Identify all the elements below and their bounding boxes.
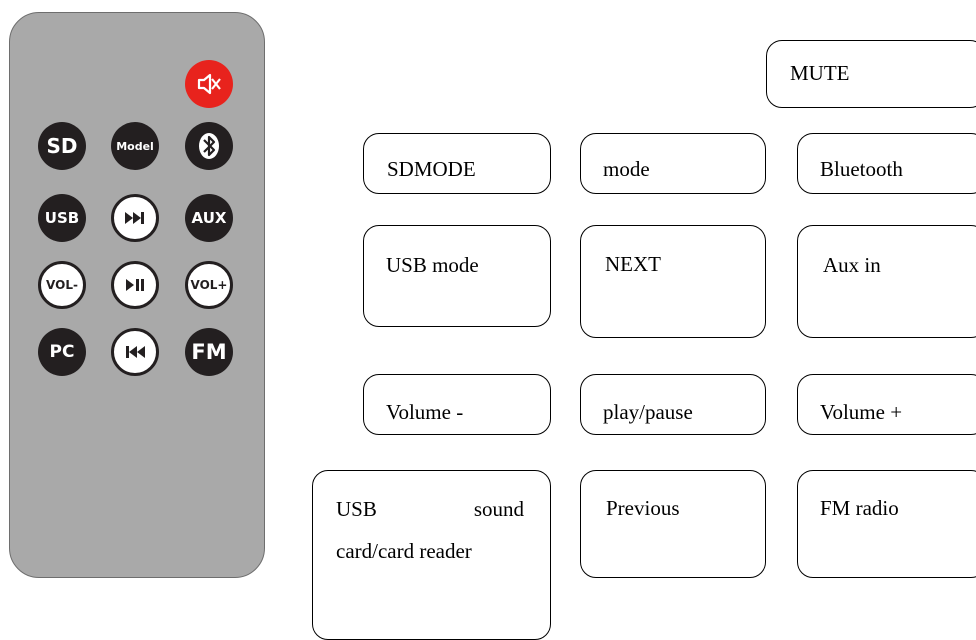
label-box-volume-up: Volume + [797, 374, 976, 435]
vol-up-button[interactable]: VOL+ [185, 261, 233, 309]
vol-up-button-label: VOL+ [190, 278, 228, 292]
label-volume-up: Volume + [820, 400, 903, 424]
label-play-pause: play/pause [603, 400, 693, 424]
model-button-label: Model [116, 139, 154, 153]
label-usb-sound-word2: sound [473, 497, 524, 521]
fm-button[interactable]: FM [185, 328, 233, 376]
next-track-icon [125, 212, 144, 224]
label-mode: mode [603, 157, 650, 181]
mute-button[interactable] [185, 60, 233, 108]
mute-speaker-icon [197, 73, 221, 95]
label-bluetooth: Bluetooth [820, 157, 903, 181]
aux-button-label: AUX [191, 209, 227, 227]
label-usb-sound-word1: USB [336, 497, 377, 521]
vol-down-button[interactable]: VOL- [38, 261, 86, 309]
bluetooth-button[interactable] [185, 122, 233, 170]
label-box-play-pause: play/pause [580, 374, 766, 435]
fm-button-label: FM [191, 340, 227, 364]
next-button[interactable] [111, 194, 159, 242]
label-usb-sound-line2: card/card reader [336, 539, 472, 563]
label-box-aux-in: Aux in [797, 225, 976, 338]
label-aux-in: Aux in [823, 253, 881, 277]
sd-button-label: SD [46, 134, 78, 158]
usb-button-label: USB [44, 209, 80, 227]
pc-button-label: PC [49, 342, 75, 362]
label-box-sdmode: SDMODE [363, 133, 551, 194]
label-box-mute: MUTE [766, 40, 976, 108]
label-box-next: NEXT [580, 225, 766, 338]
bluetooth-icon [199, 133, 219, 159]
label-fm-radio: FM radio [820, 496, 899, 520]
label-box-volume-down: Volume - [363, 374, 551, 435]
label-box-usb-sound-card: USB sound card/card reader [312, 470, 551, 640]
remote-control: SD Model USB AUX VOL- VOL+ [9, 12, 265, 578]
previous-track-icon [126, 346, 145, 358]
pc-button[interactable]: PC [38, 328, 86, 376]
model-button[interactable]: Model [111, 122, 159, 170]
label-usb-mode: USB mode [386, 253, 479, 277]
label-next: NEXT [605, 252, 661, 276]
aux-button[interactable]: AUX [185, 194, 233, 242]
label-box-bluetooth: Bluetooth [797, 133, 976, 194]
label-box-mode: mode [580, 133, 766, 194]
label-mute: MUTE [790, 61, 850, 85]
label-box-previous: Previous [580, 470, 766, 578]
vol-down-button-label: VOL- [46, 278, 78, 292]
label-previous: Previous [606, 496, 680, 520]
label-volume-down: Volume - [386, 400, 464, 424]
label-usb-sound-line1: USB sound [336, 497, 524, 522]
previous-button[interactable] [111, 328, 159, 376]
play-pause-icon [126, 279, 144, 291]
label-box-usb-mode: USB mode [363, 225, 551, 327]
label-box-fm-radio: FM radio [797, 470, 976, 578]
sd-button[interactable]: SD [38, 122, 86, 170]
label-sdmode: SDMODE [387, 157, 476, 181]
play-pause-button[interactable] [111, 261, 159, 309]
usb-button[interactable]: USB [38, 194, 86, 242]
